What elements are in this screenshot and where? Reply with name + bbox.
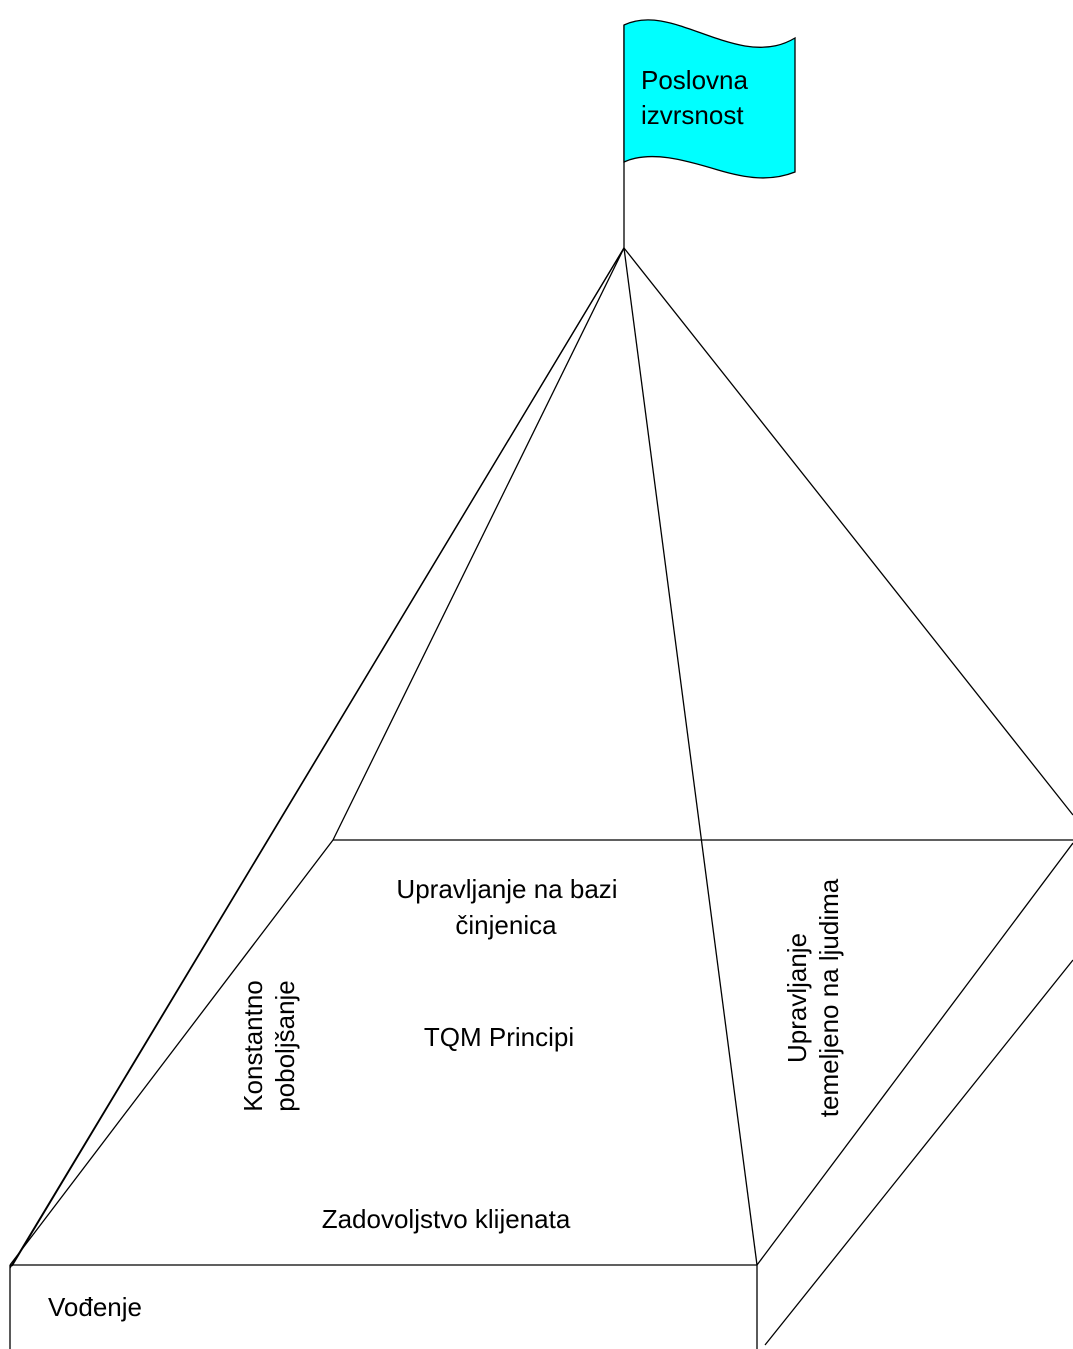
flag-label-line2: izvrsnost	[641, 100, 744, 130]
edge-apex-back-right	[623, 247, 1073, 816]
edge-apex-front-left-inner	[11, 247, 625, 1267]
label-continuous-improvement-2: poboljšanje	[270, 980, 300, 1112]
label-people-based-management-2: temeljeno na ljudima	[814, 878, 844, 1117]
edge-right-bottom	[764, 959, 1073, 1346]
edge-top-right	[756, 842, 1073, 1266]
flag-label-line1: Poslovna	[641, 65, 748, 95]
flag-cloth	[623, 19, 796, 179]
pyramid-edges	[9, 247, 1073, 1269]
label-leadership: Vođenje	[48, 1292, 142, 1322]
label-customer-satisfaction: Zadovoljstvo klijenata	[322, 1204, 571, 1234]
label-people-based-management-1: Upravljanje	[782, 933, 812, 1063]
edge-apex-front-right	[623, 247, 758, 1266]
label-people-based-management: Upravljanje temeljeno na ljudima	[782, 878, 844, 1117]
label-continuous-improvement: Konstantno poboljšanje	[238, 980, 300, 1112]
base-top-face	[9, 839, 1073, 1266]
edge-apex-back-left	[332, 247, 625, 841]
label-tqm-principles: TQM Principi	[424, 1022, 574, 1052]
base-sides	[9, 959, 1073, 1349]
edge-top-left	[9, 839, 334, 1266]
label-fact-based-management-1: Upravljanje na bazi	[396, 874, 617, 904]
label-continuous-improvement-1: Konstantno	[238, 980, 268, 1112]
label-fact-based-management-2: činjenica	[455, 910, 557, 940]
flag: Poslovna izvrsnost	[623, 19, 796, 248]
